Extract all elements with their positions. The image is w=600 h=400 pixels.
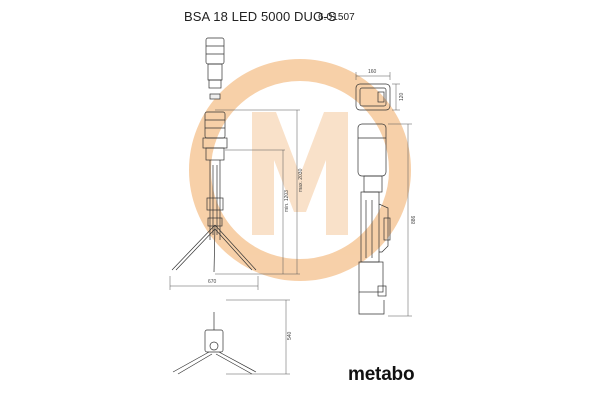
max-height-label: max. 2030 (298, 168, 304, 192)
metabo-watermark-logo (189, 59, 411, 281)
tripod-span-label: 670 (208, 279, 217, 285)
folded-height-label: 886 (411, 215, 417, 224)
article-number: 6.01507 (318, 12, 355, 23)
light-folded-view (355, 83, 391, 315)
dimension-lines-right (355, 72, 412, 317)
head-width-label: 160 (368, 69, 377, 75)
head-depth-label: 120 (399, 92, 405, 101)
base-height-label: 540 (287, 331, 293, 340)
tripod-base-view (172, 312, 257, 375)
dimension-lines-left (169, 109, 300, 290)
dimension-lines-base (226, 299, 290, 375)
model-title: BSA 18 LED 5000 DUO-S (184, 9, 337, 24)
light-extended-view (171, 37, 257, 273)
metabo-brand-logo: metabo (348, 364, 415, 385)
min-height-label: min. 1203 (284, 190, 290, 212)
